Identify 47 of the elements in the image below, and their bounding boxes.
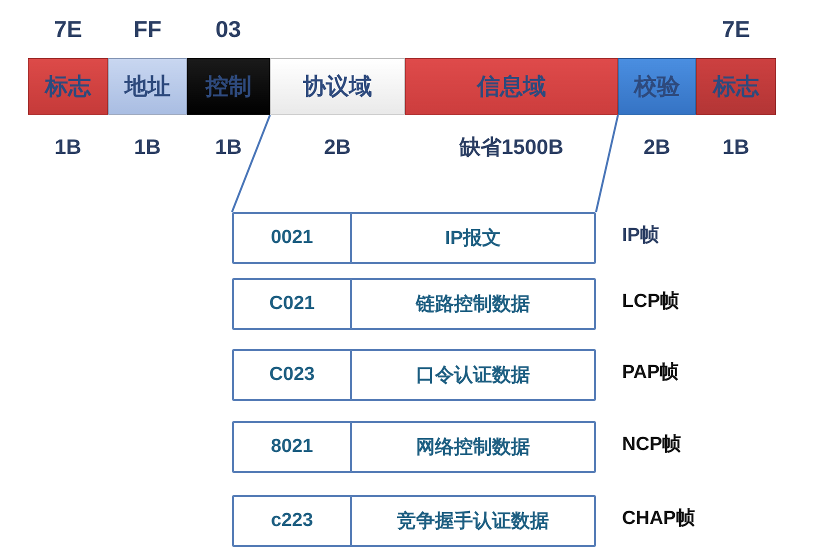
frame-field bbox=[405, 58, 618, 115]
frame-type-label: LCP帧 bbox=[622, 290, 679, 314]
hex-value: 03 bbox=[216, 16, 242, 44]
field-content: 链路控制数据 bbox=[350, 280, 594, 328]
field-name: 标志 bbox=[45, 72, 91, 101]
byte-size-label: 1B bbox=[54, 134, 82, 160]
hex-value: 7E bbox=[54, 16, 82, 44]
frame-field bbox=[270, 58, 405, 115]
table-row bbox=[232, 278, 596, 330]
frame-field bbox=[28, 58, 108, 115]
field-name: 信息域 bbox=[477, 72, 546, 101]
protocol-code: C021 bbox=[268, 292, 316, 316]
frame-type-label: CHAP帧 bbox=[622, 508, 695, 530]
field-name: 地址 bbox=[124, 72, 170, 101]
field-content: IP报文 bbox=[350, 214, 594, 262]
frame-type-label: NCP帧 bbox=[622, 434, 682, 456]
protocol-code: C023 bbox=[268, 363, 316, 387]
field-content: 网络控制数据 bbox=[350, 423, 594, 471]
table-row bbox=[232, 212, 596, 264]
byte-size-label: 缺省1500B bbox=[460, 134, 564, 160]
frame-field bbox=[187, 58, 270, 115]
byte-size-label: 1B bbox=[215, 134, 242, 160]
frame-field bbox=[108, 58, 187, 115]
field-name: 校验 bbox=[634, 72, 680, 101]
expansion-line bbox=[231, 114, 271, 212]
hex-value: 7E bbox=[722, 16, 750, 44]
protocol-code: c223 bbox=[270, 509, 314, 533]
field-name: 控制 bbox=[206, 72, 252, 101]
table-row bbox=[232, 349, 596, 401]
field-content: 竞争握手认证数据 bbox=[350, 497, 594, 545]
expansion-line bbox=[595, 114, 619, 212]
table-row bbox=[232, 495, 596, 547]
frame-type-label: IP帧 bbox=[622, 224, 659, 248]
byte-size-label: 2B bbox=[324, 134, 351, 160]
byte-size-label: 2B bbox=[644, 134, 670, 160]
byte-size-label: 1B bbox=[722, 134, 750, 160]
table-row bbox=[232, 421, 596, 473]
frame-field bbox=[618, 58, 696, 115]
field-name: 标志 bbox=[713, 72, 759, 101]
protocol-code: 8021 bbox=[270, 435, 314, 459]
frame-field bbox=[696, 58, 776, 115]
field-name: 协议域 bbox=[303, 72, 372, 101]
protocol-code: 0021 bbox=[270, 226, 314, 250]
frame-type-label: PAP帧 bbox=[622, 362, 679, 384]
byte-size-label: 1B bbox=[134, 134, 161, 160]
hex-value: FF bbox=[134, 16, 162, 44]
field-content: 口令认证数据 bbox=[350, 351, 594, 399]
